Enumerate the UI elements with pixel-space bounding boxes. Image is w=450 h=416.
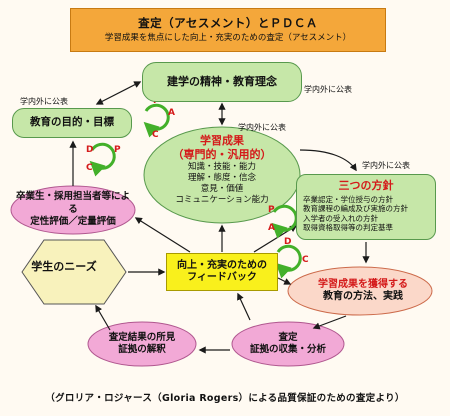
findings-text: 査定結果の所見 証拠の解釈 <box>92 324 192 364</box>
teaching-methods-oval <box>287 266 433 316</box>
findings-oval <box>87 321 197 367</box>
arrow-icon <box>237 292 251 321</box>
policy-item: 卒業認定・学位授与の方針 <box>303 194 393 204</box>
learning-outcomes-list: 知識・技能・能力 理解・態度・信念 意見・価値 コミュニケーション能力 <box>150 162 294 206</box>
founding-spirit-box: 建学の精神・教育理念 <box>142 62 302 102</box>
feedback-line: 向上・充実のための <box>177 259 267 271</box>
arrow-icon <box>299 149 357 172</box>
policy-item: 取得資格取得等の判定基準 <box>303 222 393 232</box>
learning-outcome-item: 知識・技能・能力 <box>187 162 256 172</box>
svg-text:D: D <box>284 237 291 247</box>
evaluation-text: 卒業生・採用担当者等による 定性評価／定量評価 <box>14 190 132 230</box>
page-title: 査定（アセスメント）とＰＤＣＡ <box>138 16 318 30</box>
three-policies-title: 三つの方針 <box>338 179 394 192</box>
page-subtitle: 学習成果を焦点にした向上・充実のための査定（アセスメント） <box>104 33 352 44</box>
policy-item: 入学者の受入れの方針 <box>303 213 378 223</box>
learning-outcomes-title: 学習成果 （専門的・汎用的） <box>150 134 294 162</box>
learning-outcome-item: コミュニケーション能力 <box>175 195 269 206</box>
feedback-box: 向上・充実のための フィードバック <box>166 253 278 291</box>
arrow-icon <box>95 81 142 105</box>
pdca-cycle-icon: P A <box>268 204 298 239</box>
student-needs-label: 学生のニーズ <box>31 260 97 273</box>
publish-label: 学内外に公表 <box>362 161 410 170</box>
teaching-methods-line: 教育の方法、実践 <box>323 291 403 302</box>
arrow-icon <box>95 304 111 331</box>
evaluation-line: 定性評価／定量評価 <box>30 216 116 228</box>
title-banner: 査定（アセスメント）とＰＤＣＡ 学習成果を焦点にした向上・充実のための査定（アセ… <box>70 8 386 52</box>
arrow-icon <box>134 217 191 253</box>
evidence-collection-line: 証拠の収集・分析 <box>249 344 326 355</box>
student-needs-hexagon <box>21 239 127 305</box>
three-policies-box: 三つの方針 卒業認定・学位授与の方針 教育課程の編成及び実施の方針 入学者の受入… <box>296 174 436 240</box>
feedback-line: フィードバック <box>187 272 257 283</box>
svg-text:P: P <box>268 205 275 215</box>
evidence-collection-oval <box>231 321 345 367</box>
pdca-cycle-icon: D C <box>275 237 309 279</box>
svg-text:C: C <box>152 130 159 140</box>
findings-line: 証拠の解釈 <box>118 344 166 355</box>
learning-outcome-item: 意見・価値 <box>200 184 244 195</box>
source-caption: （グロリア・ロジャース（Gloria Rogers）による品質保証のための査定よ… <box>45 393 405 404</box>
arrow-icon <box>312 315 347 330</box>
svg-text:A: A <box>268 223 275 233</box>
svg-text:C: C <box>302 255 309 265</box>
teaching-methods-text: 学習成果を獲得する 教育の方法、実践 <box>291 271 429 311</box>
svg-text:C: C <box>86 163 93 173</box>
learning-outcomes-subheading: （専門的・汎用的） <box>172 147 272 161</box>
publish-label: 学内外に公表 <box>20 97 68 106</box>
evidence-collection-text: 査定 証拠の収集・分析 <box>236 324 340 364</box>
teaching-methods-line: 学習成果を獲得する <box>318 278 408 290</box>
learning-outcomes-heading: 学習成果 <box>200 134 244 147</box>
arrow-icon <box>277 277 292 285</box>
evidence-collection-line: 査定 <box>278 331 298 343</box>
educational-objectives-box: 教育の目的・目標 <box>12 108 132 138</box>
evaluation-line: 卒業生・採用担当者等による <box>15 191 130 215</box>
pdca-cycle-icon: P D C <box>86 142 121 177</box>
svg-text:D: D <box>86 145 93 155</box>
policy-item: 教育課程の編成及び実施の方針 <box>303 204 408 214</box>
publish-label: 学内外に公表 <box>304 85 352 94</box>
findings-line: 査定結果の所見 <box>108 331 176 343</box>
publish-label: 学内外に公表 <box>238 123 286 132</box>
learning-outcome-item: 理解・態度・信念 <box>187 173 256 184</box>
svg-text:P: P <box>114 145 121 155</box>
svg-text:A: A <box>168 108 175 118</box>
